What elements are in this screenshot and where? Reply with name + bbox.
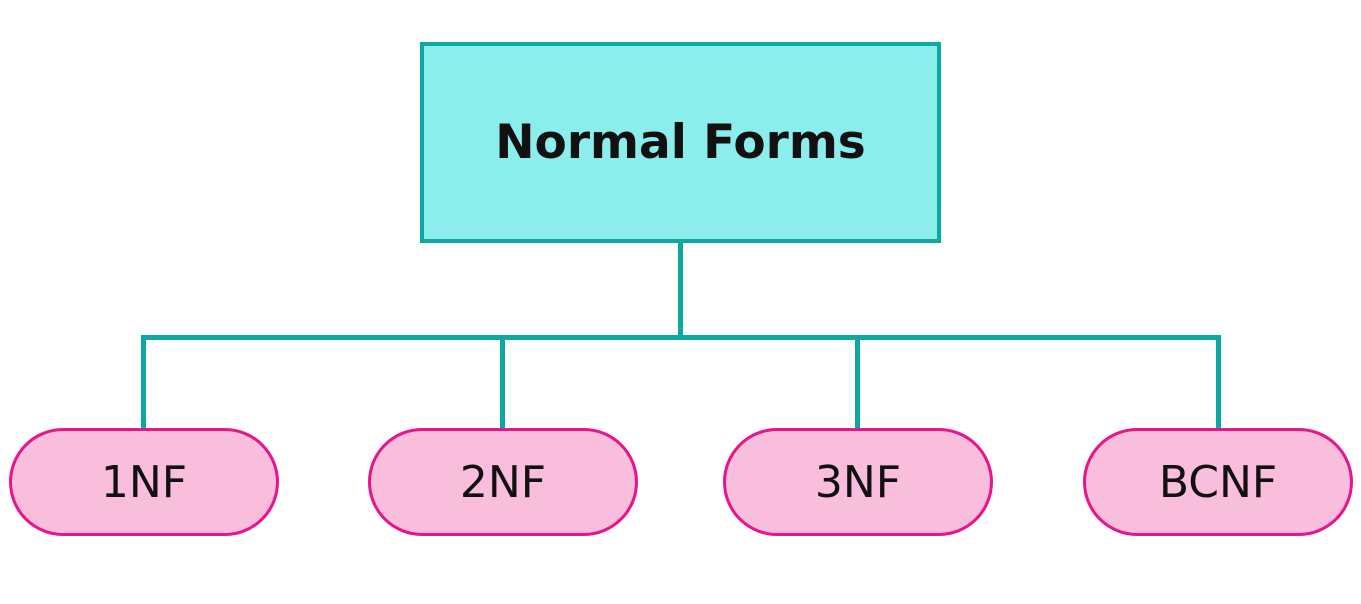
connector-drop-bcnf	[1216, 337, 1221, 431]
connector-drop-2nf	[500, 337, 505, 431]
connector-drop-3nf	[855, 337, 860, 431]
child-node-label: 1NF	[100, 456, 188, 508]
connector-bus-line	[141, 335, 1221, 340]
root-node-label: Normal Forms	[495, 115, 866, 170]
child-node-1nf: 1NF	[9, 428, 279, 536]
child-node-2nf: 2NF	[368, 428, 638, 536]
child-node-3nf: 3NF	[723, 428, 993, 536]
child-node-label: BCNF	[1158, 456, 1278, 508]
root-node-normal-forms: Normal Forms	[420, 42, 941, 243]
child-node-bcnf: BCNF	[1083, 428, 1353, 536]
connector-trunk-line	[678, 243, 683, 337]
child-node-label: 2NF	[459, 456, 547, 508]
connector-drop-1nf	[141, 337, 146, 431]
child-node-label: 3NF	[814, 456, 902, 508]
